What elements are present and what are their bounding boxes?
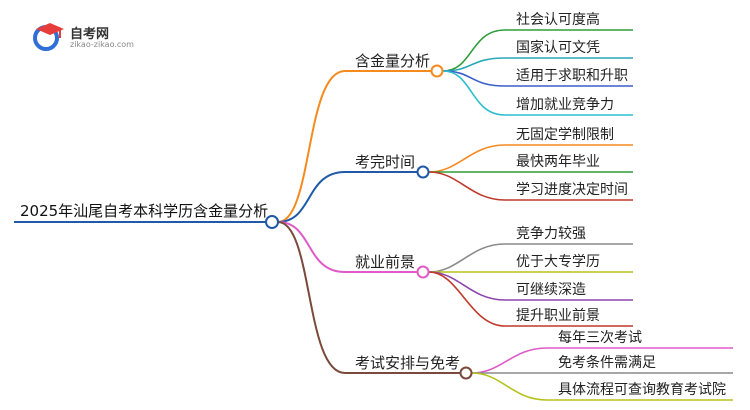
- leaf-label-time-2[interactable]: 学习进度决定时间: [516, 182, 628, 198]
- logo-title: 自考网: [70, 27, 110, 42]
- branch-node-career: [416, 265, 430, 279]
- graduation-cap-icon: [33, 23, 64, 51]
- leaf-link-value-3: [442, 70, 506, 116]
- leaf-label-value-3[interactable]: 增加就业竞争力: [516, 97, 614, 113]
- branch-node-time: [416, 165, 430, 179]
- root-node-label[interactable]: 2025年汕尾自考本科学历含金量分析: [20, 202, 269, 220]
- leaf-label-career-0[interactable]: 竞争力较强: [516, 226, 586, 242]
- leaf-link-value-0: [442, 29, 506, 72]
- logo-cap: [36, 23, 64, 35]
- leaf-link-exam-2: [471, 372, 548, 401]
- branch-label-career[interactable]: 就业前景: [355, 253, 416, 271]
- branch-node-exam: [459, 366, 473, 380]
- branch-label-exam[interactable]: 考试安排与免考: [355, 354, 461, 372]
- leaf-label-time-0[interactable]: 无固定学制限制: [516, 127, 614, 143]
- root-node: [265, 215, 279, 229]
- branch-link-time: [277, 171, 346, 223]
- branch-link-exam: [277, 221, 346, 374]
- leaf-label-time-1[interactable]: 最快两年毕业: [516, 154, 600, 170]
- leaf-label-career-3[interactable]: 提升职业前景: [516, 308, 600, 324]
- leaf-link-time-2: [428, 171, 506, 201]
- leaf-link-time-0: [428, 144, 506, 173]
- leaf-label-career-2[interactable]: 可继续深造: [516, 282, 586, 298]
- logo-subtitle: zikao-zikao.com: [70, 40, 134, 49]
- site-logo[interactable]: 自考网 zikao-zikao.com: [30, 20, 155, 54]
- branch-link-career: [277, 221, 346, 273]
- leaf-label-exam-0[interactable]: 每年三次考试: [558, 330, 642, 346]
- leaf-label-value-2[interactable]: 适用于求职和升职: [516, 68, 628, 84]
- leaf-label-exam-2[interactable]: 具体流程可查询教育考试院: [558, 382, 726, 398]
- leaf-link-career-0: [428, 243, 506, 273]
- branch-label-time[interactable]: 考完时间: [355, 153, 416, 171]
- leaf-link-career-2: [428, 271, 506, 301]
- leaf-label-exam-1[interactable]: 免考条件需满足: [558, 355, 656, 371]
- leaf-label-value-1[interactable]: 国家认可文凭: [516, 40, 600, 56]
- leaf-label-value-0[interactable]: 社会认可度高: [516, 12, 600, 28]
- branch-label-value[interactable]: 含金量分析: [355, 52, 431, 70]
- leaf-link-exam-0: [471, 347, 548, 374]
- branch-link-value: [277, 70, 346, 223]
- leaf-label-career-1[interactable]: 优于大专学历: [516, 254, 600, 270]
- leaf-link-career-3: [428, 271, 506, 327]
- branch-node-value: [430, 64, 444, 78]
